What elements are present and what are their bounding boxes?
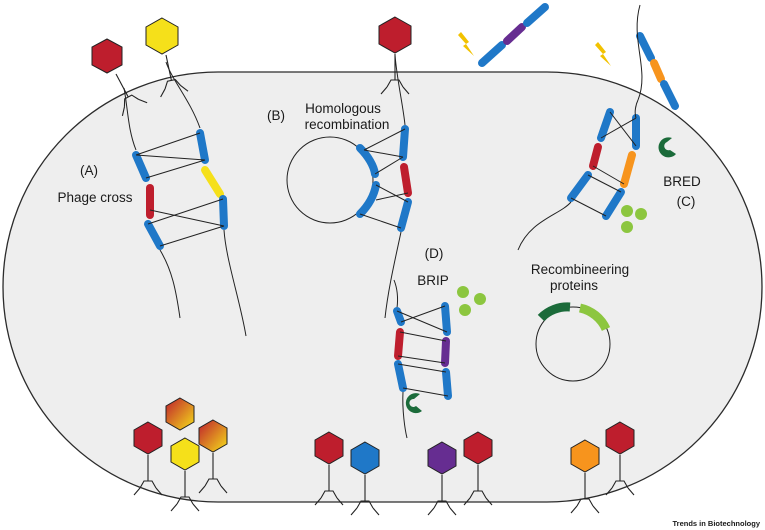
phage-progeny-group-center [314,431,493,516]
phage-cross-recombination [123,61,247,337]
phage-cross-tag: (A) [80,163,98,178]
journal-credit: Trends in Biotechnology [672,519,760,528]
recombineering-label-line2: proteins [550,278,598,293]
brip-recombination [393,279,452,439]
recombination-proteins-dots-bred [621,205,647,233]
plasmid-circle [286,136,374,224]
recombinase-enzyme-icon [658,137,676,158]
brip-tag: (D) [425,246,444,261]
homologous-recombination [286,54,412,319]
phage-progeny-group-right [570,421,635,514]
homologous-label-line1: Homologous [305,101,381,116]
dna-fragment-purple-outside [478,3,549,67]
phage-yellow-attached-left [145,17,189,98]
electroporation-bolt-icon [458,32,474,56]
recombineering-plasmid [535,302,611,382]
bacterial-cell [2,71,763,503]
bred-label: BRED [663,174,701,189]
electroporation-bolt-icon [595,42,611,66]
brip-label: BRIP [417,273,449,288]
dna-fragment-orange-outside [636,32,679,110]
homologous-label-line2: recombination [305,117,390,132]
recombination-proteins-dots-brip [457,286,486,316]
homologous-tag: (B) [267,108,285,123]
phage-red-attached-left [91,38,148,117]
recombinase-enzyme-icon [405,393,422,414]
phage-red-attached-center [378,16,412,95]
bred-recombination [517,4,643,251]
phage-progeny-group-left [133,397,228,512]
bred-tag: (C) [677,194,696,209]
phage-cross-label: Phage cross [57,190,132,205]
recombineering-label-line1: Recombineering [531,262,629,277]
